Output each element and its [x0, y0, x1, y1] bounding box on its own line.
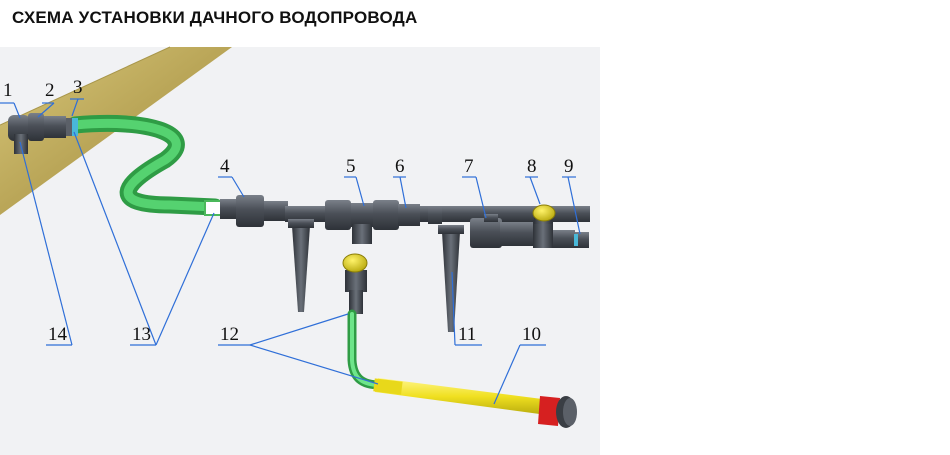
label-1: 1 — [3, 80, 13, 101]
leader-lines — [0, 98, 581, 405]
branch-valve — [342, 253, 368, 314]
coupling — [398, 204, 442, 226]
label-13: 13 — [132, 324, 151, 345]
label-9: 9 — [564, 156, 574, 177]
ground-stake-left — [292, 226, 310, 312]
label-7: 7 — [464, 156, 474, 177]
label-12: 12 — [220, 324, 239, 345]
label-14: 14 — [48, 324, 68, 345]
tee-fitting — [325, 200, 399, 244]
yellow-tube — [373, 378, 550, 415]
top-valve — [532, 204, 556, 248]
label-6: 6 — [395, 156, 405, 177]
label-10: 10 — [522, 324, 541, 345]
ground-stake-right — [442, 232, 460, 332]
label-5: 5 — [346, 156, 356, 177]
label-11: 11 — [458, 324, 476, 345]
hose-connector — [204, 195, 288, 227]
label-4: 4 — [220, 156, 230, 177]
valve-body — [470, 214, 536, 248]
diagram-title: СХЕМА УСТАНОВКИ ДАЧНОГО ВОДОПРОВОДА — [12, 8, 418, 27]
red-cap — [538, 396, 577, 428]
label-3: 3 — [73, 77, 83, 98]
outlet-fitting — [553, 230, 589, 248]
label-8: 8 — [527, 156, 537, 177]
elbow-fitting — [8, 113, 78, 154]
label-2: 2 — [45, 80, 55, 101]
